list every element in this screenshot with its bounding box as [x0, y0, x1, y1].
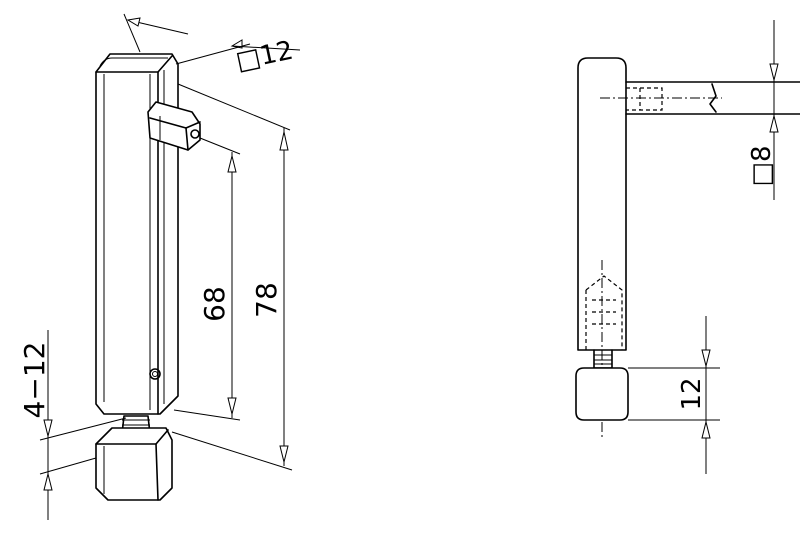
side-hole: [149, 368, 161, 380]
dim-foot-height: 12: [628, 316, 720, 474]
dim-square-bar-label: □8: [747, 145, 777, 186]
side-foot: [575, 367, 629, 421]
side-boss: [147, 101, 201, 151]
side-stud: [593, 349, 613, 369]
dim-height-inner: 68: [173, 137, 241, 421]
dim-foot-height-label: 12: [677, 377, 707, 410]
horizontal-bar: [600, 81, 800, 115]
dim-square-post-label: □12: [233, 36, 296, 77]
left-isometric-view: □12 68 78 4−12: [18, 13, 301, 520]
dim-height-inner-label: 68: [198, 286, 231, 322]
square-post: [95, 53, 179, 415]
foot-block: [95, 427, 173, 501]
dim-square-bar: □8: [747, 20, 779, 200]
dim-height-outer-label: 78: [250, 282, 283, 318]
side-post: [577, 57, 627, 351]
dim-thread: 4−12: [18, 330, 127, 520]
dim-thread-label: 4−12: [18, 342, 51, 419]
right-side-view: □8 12: [575, 20, 800, 474]
dim-height-outer: 78: [171, 83, 293, 471]
